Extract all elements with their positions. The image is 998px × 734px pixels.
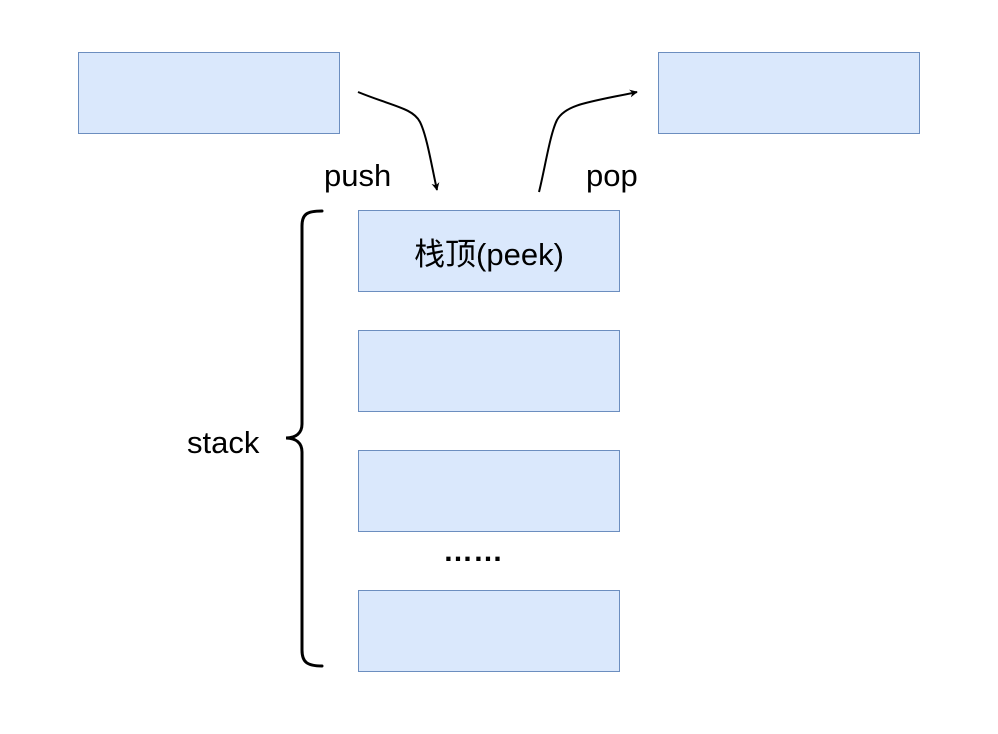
push-label: push: [324, 158, 392, 193]
stack-ellipsis: ……: [443, 535, 503, 568]
stack-bottom-cell: [358, 590, 620, 672]
popped-element-box: [658, 52, 920, 134]
incoming-element-box: [78, 52, 340, 134]
stack-brace: [285, 209, 324, 668]
stack-top-cell: 栈顶(peek): [358, 210, 620, 292]
stack-label: stack: [187, 425, 260, 460]
stack-cell: [358, 450, 620, 532]
pop-label: pop: [586, 158, 638, 193]
stack-cell: [358, 330, 620, 412]
